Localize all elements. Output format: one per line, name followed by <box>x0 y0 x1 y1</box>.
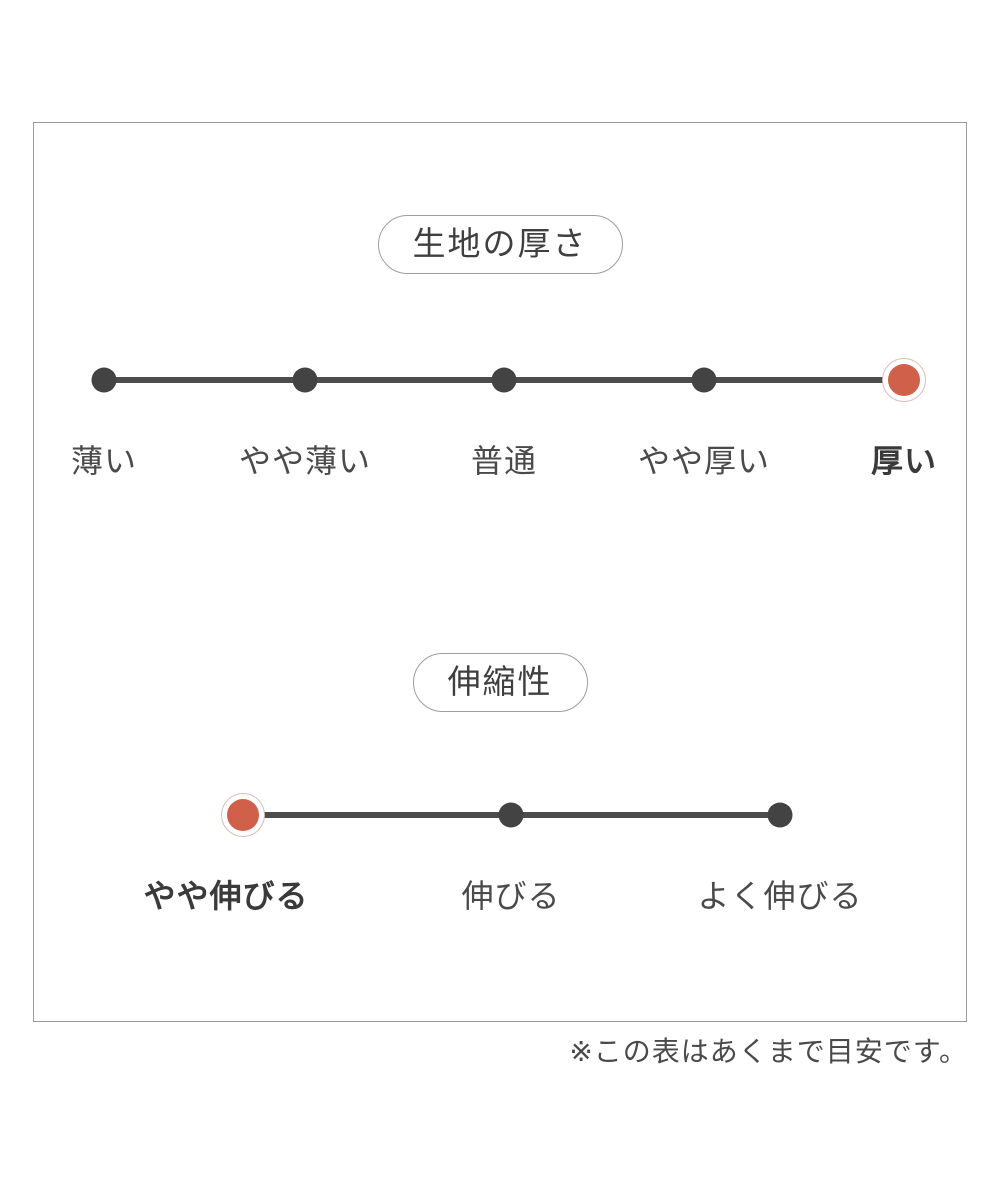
stretch-label-3: よく伸びる <box>697 878 863 914</box>
thickness-label-2: やや薄い <box>238 443 372 479</box>
section-stretch-header: 伸縮性 <box>34 653 966 712</box>
section-title-thickness: 生地の厚さ <box>377 215 623 274</box>
fabric-spec-card: 生地の厚さ 薄い やや薄い 普通 やや厚い 厚い 伸縮性 やや伸びる 伸びる よ… <box>33 122 967 1022</box>
section-thickness-header: 生地の厚さ <box>34 215 966 274</box>
stretch-dot-1-selected[interactable] <box>221 793 265 837</box>
stretch-dot-2[interactable] <box>498 802 524 828</box>
section-title-stretch: 伸縮性 <box>412 653 588 712</box>
thickness-scale-labels: 薄い やや薄い 普通 やや厚い 厚い <box>34 438 966 484</box>
stretch-dot-3[interactable] <box>767 802 793 828</box>
stretch-scale-labels: やや伸びる 伸びる よく伸びる <box>34 873 966 919</box>
thickness-label-5: 厚い <box>870 443 938 479</box>
thickness-label-1: 薄い <box>70 443 138 479</box>
stretch-label-1: やや伸びる <box>143 878 309 914</box>
thickness-dot-5-selected[interactable] <box>882 358 926 402</box>
thickness-dot-4[interactable] <box>691 367 717 393</box>
thickness-dot-1[interactable] <box>91 367 117 393</box>
thickness-dot-2[interactable] <box>292 367 318 393</box>
thickness-label-4: やや厚い <box>637 443 771 479</box>
thickness-label-3: 普通 <box>470 443 538 479</box>
thickness-dot-3[interactable] <box>491 367 517 393</box>
stretch-label-2: 伸びる <box>461 878 561 914</box>
footnote-disclaimer: ※この表はあくまで目安です。 <box>569 1036 968 1067</box>
